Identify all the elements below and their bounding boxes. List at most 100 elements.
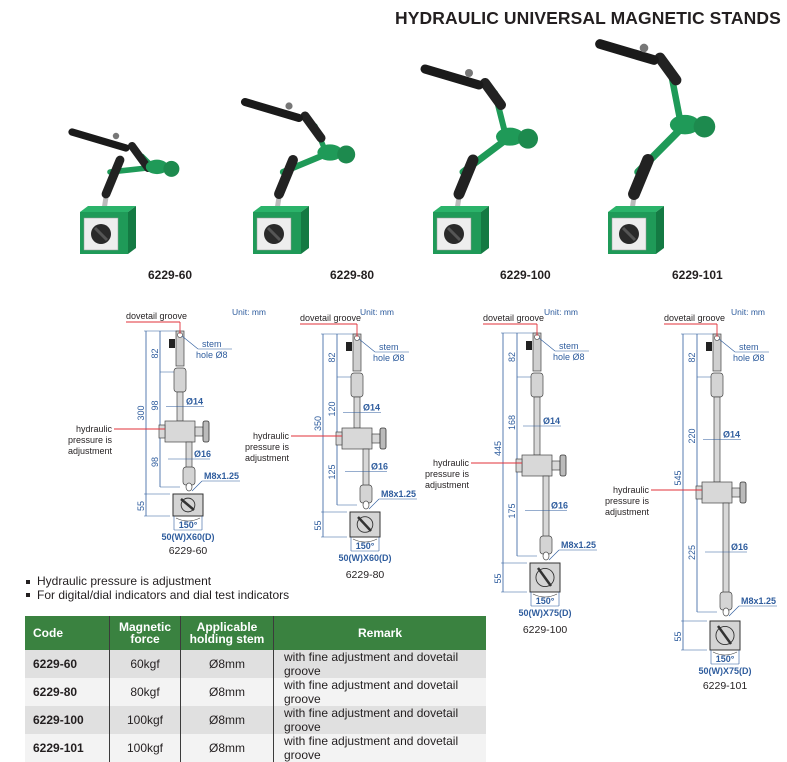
base-height-label: 55 [493, 573, 503, 583]
photo-code-label: 6229-101 [672, 268, 723, 282]
cell-magnetic-force: 60kgf [109, 650, 181, 678]
cell-magnetic-force: 100kgf [109, 706, 181, 734]
thread-label: M8x1.25 [741, 596, 776, 606]
cell-magnetic-force: 80kgf [109, 678, 181, 706]
total-height-label: 545 [673, 470, 683, 485]
total-height-label: 300 [136, 405, 146, 420]
hydraulic-label: pressure is [245, 442, 290, 452]
unit-label: Unit: mm [360, 307, 394, 317]
angle-label: 150° [179, 520, 198, 530]
drawing-code-label: 6229-60 [169, 545, 208, 557]
top-dim-label: 82 [150, 348, 160, 358]
lower-diameter-label: Ø16 [551, 501, 568, 511]
stem-label: stem [379, 342, 399, 352]
cell-remark: with fine adjustment and dovetail groove [273, 706, 486, 734]
angle-label: 150° [356, 541, 375, 551]
upper-arm-label: 220 [687, 428, 697, 443]
cell-holding-stem: Ø8mm [180, 650, 274, 678]
page-title: HYDRAULIC UNIVERSAL MAGNETIC STANDS [395, 8, 781, 28]
dovetail-groove-label: dovetail groove [483, 313, 544, 323]
upper-diameter-label: Ø14 [723, 430, 740, 440]
dimension-drawing: 150° 50(W)X60(D) 6229-80 350 82 120 125 … [245, 295, 430, 590]
hydraulic-label: adjustment [425, 480, 470, 490]
thread-label: M8x1.25 [204, 471, 239, 481]
stand-photo [415, 55, 575, 260]
photo-code-label: 6229-100 [500, 268, 551, 282]
dovetail-groove-label: dovetail groove [126, 311, 187, 321]
base-size-label: 50(W)X60(D) [161, 532, 214, 542]
top-dim-label: 82 [327, 352, 337, 362]
lower-arm-label: 98 [150, 457, 160, 467]
cell-remark: with fine adjustment and dovetail groove [273, 650, 486, 678]
total-height-label: 350 [313, 416, 323, 431]
base-size-label: 50(W)X75(D) [518, 608, 571, 618]
hydraulic-label: pressure is [425, 469, 470, 479]
lower-diameter-label: Ø16 [731, 542, 748, 552]
header-remark: Remark [273, 616, 486, 650]
hydraulic-label: hydraulic [433, 458, 470, 468]
cell-code: 6229-80 [25, 678, 110, 706]
cell-remark: with fine adjustment and dovetail groove [273, 678, 486, 706]
dimension-drawing: 150° 50(W)X75(D) 6229-100 445 82 168 175… [425, 295, 610, 645]
upper-arm-label: 98 [150, 400, 160, 410]
feature-list: Hydraulic pressure is adjustment For dig… [26, 574, 289, 603]
angle-label: 150° [536, 596, 555, 606]
lower-diameter-label: Ø16 [194, 449, 211, 459]
unit-label: Unit: mm [731, 307, 765, 317]
unit-label: Unit: mm [544, 307, 578, 317]
top-dim-label: 82 [687, 352, 697, 362]
hydraulic-label: hydraulic [613, 485, 650, 495]
feature-text: Hydraulic pressure is adjustment [37, 574, 212, 588]
hydraulic-label: adjustment [68, 446, 113, 456]
hydraulic-label: hydraulic [76, 424, 113, 434]
thread-label: M8x1.25 [561, 540, 596, 550]
cell-code: 6229-101 [25, 734, 110, 762]
upper-diameter-label: Ø14 [186, 397, 203, 407]
drawing-code-label: 6229-80 [346, 569, 385, 581]
photo-code-label: 6229-80 [330, 268, 375, 282]
upper-diameter-label: Ø14 [363, 403, 380, 413]
unit-label: Unit: mm [232, 307, 266, 317]
feature-item: Hydraulic pressure is adjustment [26, 574, 289, 589]
upper-arm-label: 168 [507, 415, 517, 430]
hydraulic-label: adjustment [245, 453, 290, 463]
angle-label: 150° [716, 654, 735, 664]
cell-code: 6229-60 [25, 650, 110, 678]
dimension-drawing: 150° 50(W)X60(D) 6229-60 300 82 98 98 55… [68, 295, 266, 566]
stand-photo [62, 118, 222, 260]
hydraulic-label: adjustment [605, 507, 650, 517]
base-size-label: 50(W)X60(D) [338, 553, 391, 563]
hydraulic-label: pressure is [68, 435, 113, 445]
cell-remark: with fine adjustment and dovetail groove [273, 734, 486, 762]
feature-item: For digital/dial indicators and dial tes… [26, 588, 289, 603]
stem-hole-label: hole Ø8 [553, 352, 585, 362]
hydraulic-label: pressure is [605, 496, 650, 506]
cell-holding-stem: Ø8mm [180, 706, 274, 734]
lower-arm-label: 225 [687, 545, 697, 560]
bullet-icon [26, 593, 30, 598]
base-size-label: 50(W)X75(D) [698, 666, 751, 676]
stem-label: stem [559, 341, 579, 351]
photo-code-label: 6229-60 [148, 268, 193, 282]
header-code: Code [25, 616, 110, 650]
lower-arm-label: 125 [327, 464, 337, 479]
dovetail-groove-label: dovetail groove [300, 313, 361, 323]
total-height-label: 445 [493, 441, 503, 456]
upper-diameter-label: Ø14 [543, 416, 560, 426]
bullet-icon [26, 579, 30, 584]
dovetail-groove-label: dovetail groove [664, 313, 725, 323]
stand-photo [235, 88, 395, 260]
lower-arm-label: 175 [507, 503, 517, 518]
stem-label: stem [739, 342, 759, 352]
lower-diameter-label: Ø16 [371, 462, 388, 472]
base-height-label: 55 [136, 501, 146, 511]
top-dim-label: 82 [507, 352, 517, 362]
hydraulic-label: hydraulic [253, 431, 290, 441]
